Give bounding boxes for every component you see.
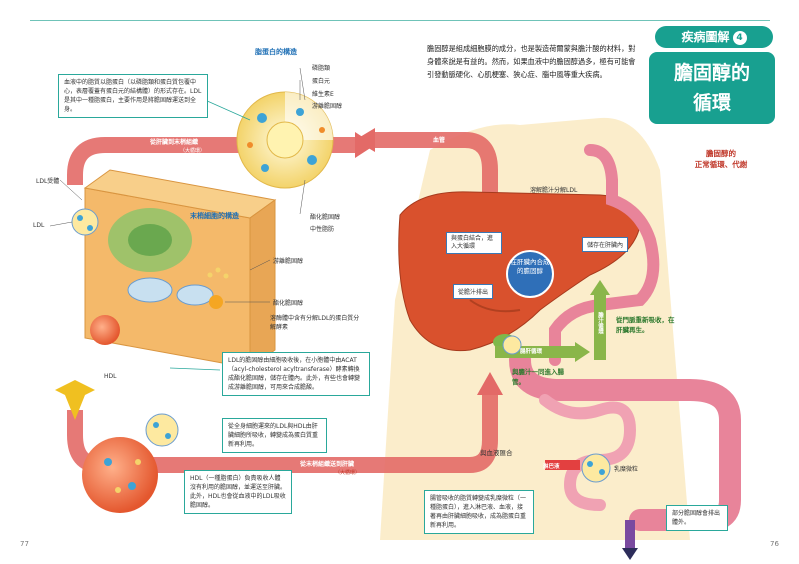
arrow-label-bottom: 從末梢組織送到肝臟 [300, 461, 355, 468]
hdl-large [82, 437, 158, 513]
arrow-sublabel-bottom: （大循環） [335, 470, 361, 476]
page-number-left: 77 [20, 540, 29, 548]
label-chylomicron: 乳糜微粒 [614, 466, 639, 473]
page-number-right: 76 [770, 540, 779, 548]
label-ester-cholesterol: 酯化膽固醇 [310, 214, 341, 221]
label-ldl-receptor: LDL受體 [36, 178, 60, 185]
cycle-subtitle: 膽固醇的 正常循環、代謝 [666, 148, 776, 170]
cell-title: 末梢細胞的構造 [190, 212, 239, 220]
label-enterohepatic: 腸肝循環 [520, 349, 543, 355]
label-free-cholesterol: 游離膽固醇 [312, 103, 343, 110]
label-phospholipid: 磷脂類 [312, 65, 331, 72]
label-bile-cycle: 膽汁循環 [597, 312, 603, 334]
portal-absorb-note: 從門脈重新吸收，在肝臟再生。 [616, 316, 675, 334]
header-rule [30, 20, 770, 21]
arrow-blood-vessel [375, 132, 498, 210]
page-title-line1: 膽固醇的 [673, 62, 750, 84]
label-lymph: 淋巴液 [543, 464, 560, 470]
intestine-absorb-note: 腸管吸收的脂質轉變成乳糜微粒（一種脂蛋白），進入淋巴液、血液，接著再由肝臟細胞吸… [424, 490, 534, 534]
excretion-note: 部分膽固醇會排出體外。 [666, 505, 728, 531]
small-intestine [539, 394, 637, 511]
page-title-line2: 循環 [692, 92, 731, 114]
label-vitamin-e: 維生素E [312, 91, 334, 98]
label-lysosome: 溶酶體中含有分解LDL的蛋白質分解酵素 [270, 315, 360, 331]
label-bile-acid: 溶解膽汁分解LDL [530, 187, 578, 194]
liver-excrete-bile: 從膽汁排出 [453, 284, 494, 299]
hdl-return-note: 從全身細胞運來的LDL與HDL由肝臟細胞所吸收，轉變成為蛋白質重新再利用。 [222, 418, 327, 453]
lipoprotein-note: 血液中的脂質以脂蛋白（以磷脂類和蛋白質包覆中心，表層覆蓋有蛋白元的結構體）的形式… [58, 74, 208, 118]
liver-bind-protein: 與蛋白結合，進入大循環 [446, 232, 502, 254]
hdl-particle [90, 315, 120, 345]
cycle-subtitle-line1: 膽固醇的 [706, 149, 736, 158]
bile-intestine-note: 與膽汁一同進入腸管。 [512, 368, 564, 386]
page-title: 膽固醇的 循環 [649, 52, 775, 124]
hdl-role-note: HDL（一種脂蛋白）負責吸收人體沒有利用的膽固醇，並運送至肝臟。此外，HDL也會… [184, 470, 292, 514]
label-ester-cholesterol-cell: 酯化膽固醇 [273, 300, 304, 307]
chylomicron [581, 453, 611, 483]
section-tag-label: 疾病圖解 [681, 30, 730, 44]
cycle-subtitle-line2: 正常循環、代謝 [694, 160, 748, 169]
liver-store: 儲存在肝臟內 [582, 237, 629, 252]
lipoprotein-title: 脂蛋白的構造 [255, 48, 297, 56]
label-hdl: HDL [104, 373, 117, 380]
arrow-label-blood-vessel: 血管 [433, 137, 446, 144]
section-number-badge: 4 [732, 31, 747, 45]
liver-synthesis-badge: 在肝臟內合成的膽固醇 [506, 250, 554, 298]
intro-paragraph: 膽固醇是組成細胞膜的成分，也是製造荷爾蒙與膽汁酸的材料，對身體來說是有益的。然而… [427, 44, 636, 79]
ldl-particle [71, 208, 99, 236]
label-free-cholesterol-cell: 游離膽固醇 [273, 258, 304, 265]
label-neutral-fat: 中性脂肪 [310, 226, 335, 233]
arrow-yellow [55, 380, 95, 420]
stomach-duct [549, 144, 660, 366]
label-mix-blood: 與血液匯合 [480, 449, 513, 457]
label-apolipoprotein: 蛋白元 [312, 78, 331, 85]
arrow-label-top: 從肝臟到末梢組織 [150, 139, 199, 146]
arrow-sublabel-top: （大循環） [180, 148, 206, 154]
label-ldl: LDL [33, 222, 45, 229]
acat-note: LDL的膽固醇由細胞吸收後，在小胞體中由ACAT（acyl-cholestero… [222, 352, 370, 396]
